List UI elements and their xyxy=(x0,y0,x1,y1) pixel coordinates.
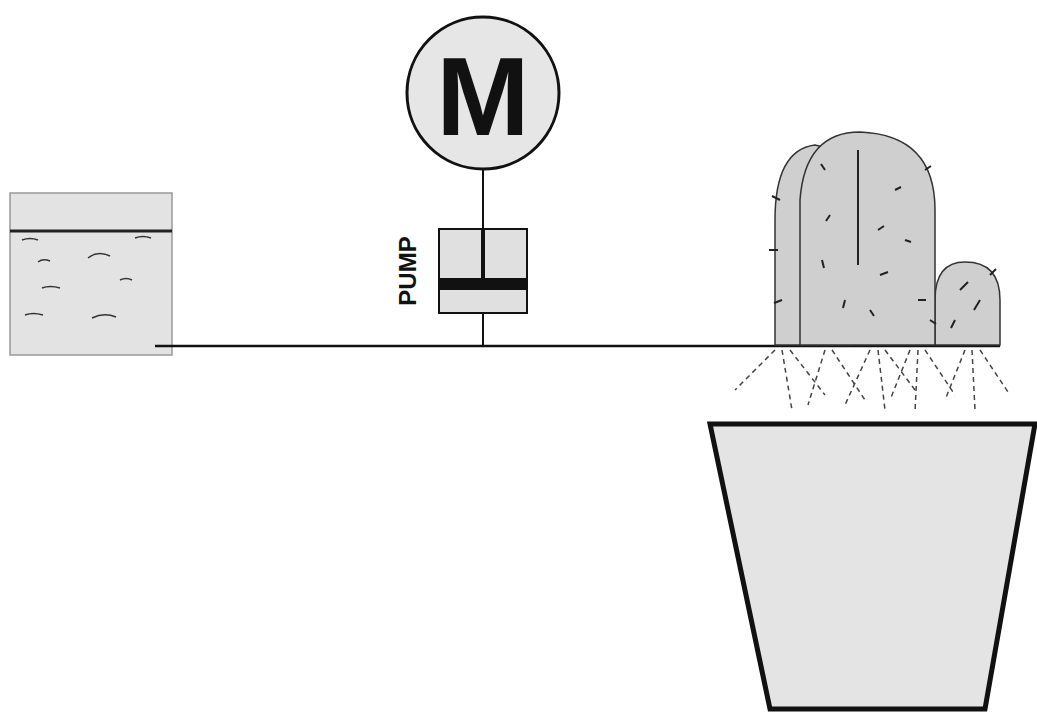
motor-symbol: M xyxy=(436,41,529,153)
water-spray xyxy=(735,350,1008,412)
pump-outlet xyxy=(482,313,484,346)
drive-shaft xyxy=(482,170,484,229)
water-level xyxy=(10,230,172,233)
pump-box: PUMP xyxy=(438,228,528,314)
pump-label: PUMP xyxy=(396,236,420,305)
pump-outline xyxy=(438,228,528,314)
water-ripples xyxy=(22,237,151,319)
cactus-spines xyxy=(769,150,996,328)
flower-pot xyxy=(710,424,1035,709)
cactus xyxy=(775,132,1000,345)
water-tank xyxy=(10,193,172,355)
motor-circle: M xyxy=(405,15,561,171)
